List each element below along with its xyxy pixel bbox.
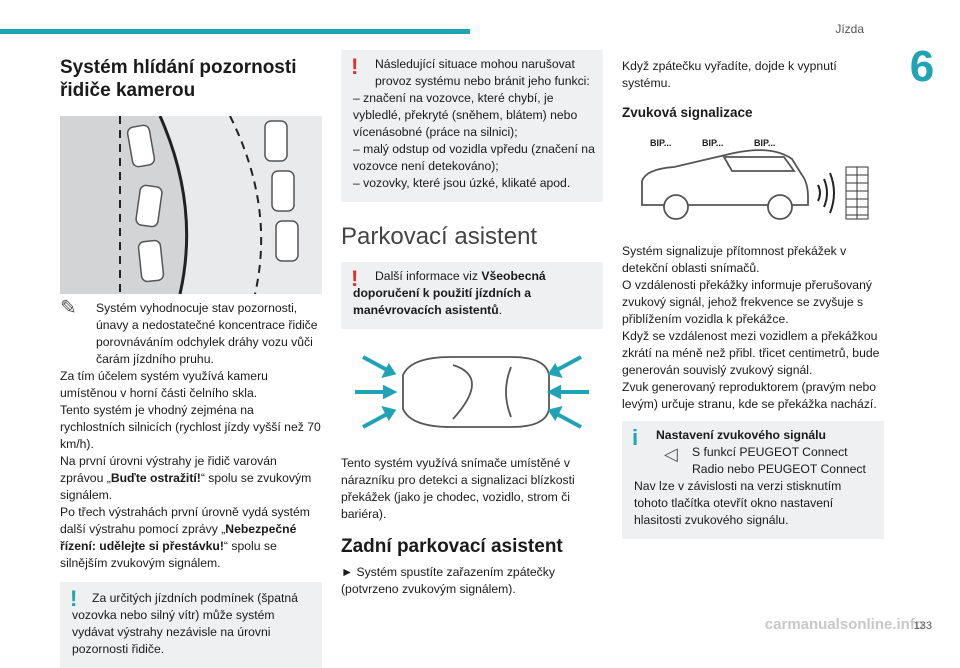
- info-first: Další informace viz Všeobecná: [375, 269, 546, 283]
- second-level-paragraph: Po třech výstrahách první úrovně vydá sy…: [60, 505, 310, 570]
- page-number: 133: [913, 620, 932, 632]
- parking-title: Parkovací asistent: [341, 223, 538, 250]
- parking-info-box: ! Další informace viz Všeobecná doporuče…: [341, 262, 603, 329]
- warning-first: Následující situace mohou narušovat: [375, 57, 575, 71]
- header-accent-bar: [0, 29, 470, 34]
- bip-label: BIP...: [650, 138, 672, 148]
- intro-line: Systém vyhodnocuje stav pozornosti,: [96, 301, 298, 315]
- intro-line-2: únavy a nedostatečné koncentrace řidiče …: [96, 318, 318, 366]
- sound-paragraph: O vzdálenosti překážky informuje přerušo…: [622, 278, 872, 326]
- driver-attention-icon: ✎: [60, 297, 77, 319]
- reverse-off-paragraph: Když zpátečku vyřadíte, dojde k vypnutí …: [622, 59, 837, 90]
- info-icon: !: [70, 586, 78, 611]
- section-label: Jízda: [835, 22, 864, 36]
- warning-item: – vozovky, které jsou úzké, klikaté apod…: [353, 176, 571, 190]
- info-rest: doporučení k použití jízdních a manévrov…: [353, 286, 532, 317]
- rear-parking-paragraph: ► Systém spustíte zařazením zpátečky (po…: [341, 565, 555, 596]
- sound-paragraph: Systém signalizuje přítomnost překážek v…: [622, 244, 847, 275]
- column-3: Když zpátečku vyřadíte, dojde k vypnutí …: [622, 50, 884, 539]
- camera-section-title: Systém hlídání pozornosti řidiče kamerou: [60, 57, 297, 101]
- sound-settings-box: i Nastavení zvukového signálu ◁ S funkcí…: [622, 421, 884, 539]
- watermark: carmanualsonline.info: [764, 616, 924, 633]
- column-2: ! Následující situace mohou narušovat pr…: [341, 50, 603, 598]
- bip-label: BIP...: [754, 138, 776, 148]
- rear-sensor-illustration: BIP... BIP... BIP...: [622, 127, 884, 227]
- warning-item: – malý odstup od vozidla vpředu (značení…: [353, 142, 595, 173]
- lane-camera-illustration: [60, 115, 322, 295]
- bip-label: BIP...: [702, 138, 724, 148]
- lane-drift-icon: [60, 115, 322, 295]
- settings-line-2: Radio nebo PEUGEOT Connect: [692, 462, 866, 476]
- warning-icon: !: [351, 266, 359, 291]
- warning-box: ! Následující situace mohou narušovat pr…: [341, 50, 603, 202]
- column-1: Systém hlídání pozornosti řidiče kamerou…: [60, 50, 322, 668]
- chapter-number: 6: [909, 42, 935, 91]
- warning-icon: !: [351, 54, 359, 79]
- car-side-view-icon: [641, 149, 869, 220]
- note-rest: vozovka nebo silný vítr) může systém vyd…: [72, 608, 275, 656]
- first-level-paragraph: Na první úrovni výstrahy je řidič varová…: [60, 454, 312, 502]
- camera-intro: ✎ Systém vyhodnocuje stav pozornosti, ún…: [60, 297, 322, 572]
- note-first-line: Za určitých jízdních podmínek (špatná: [92, 591, 298, 605]
- car-sensor-illustration: [341, 337, 603, 447]
- warning-item: – značení na vozovce, které chybí, je vy…: [353, 91, 578, 139]
- sound-paragraph: Zvuk generovaný reproduktorem (pravým ne…: [622, 380, 877, 411]
- car-top-view-icon: [355, 355, 589, 429]
- settings-rest: Nav lze v závislosti na verzi stisknutím…: [634, 479, 842, 527]
- camera-note-box: ! Za určitých jízdních podmínek (špatná …: [60, 582, 322, 668]
- rear-parking-title: Zadní parkovací asistent: [341, 536, 563, 557]
- sensor-paragraph: Tento systém využívá snímače umístěné v …: [341, 456, 575, 521]
- speed-paragraph: Tento systém je vhodný zejména na rychlo…: [60, 403, 321, 451]
- settings-title: Nastavení zvukového signálu: [656, 428, 827, 442]
- sound-paragraph: Když se vzdálenost mezi vozidlem a překá…: [622, 329, 880, 377]
- camera-paragraph: Za tím účelem systém využívá kameru umís…: [60, 369, 268, 400]
- sound-body: Systém signalizuje přítomnost překážek v…: [622, 243, 884, 413]
- settings-line-1: S funkcí PEUGEOT Connect: [692, 445, 848, 459]
- info-icon: i: [632, 425, 639, 450]
- warning-second: provoz systému nebo bránit jeho funkci:: [375, 74, 590, 88]
- settings-lines: ◁ S funkcí PEUGEOT Connect Radio nebo PE…: [634, 444, 876, 478]
- speaker-icon: ◁: [664, 444, 678, 464]
- sound-section-title: Zvuková signalizace: [622, 105, 753, 120]
